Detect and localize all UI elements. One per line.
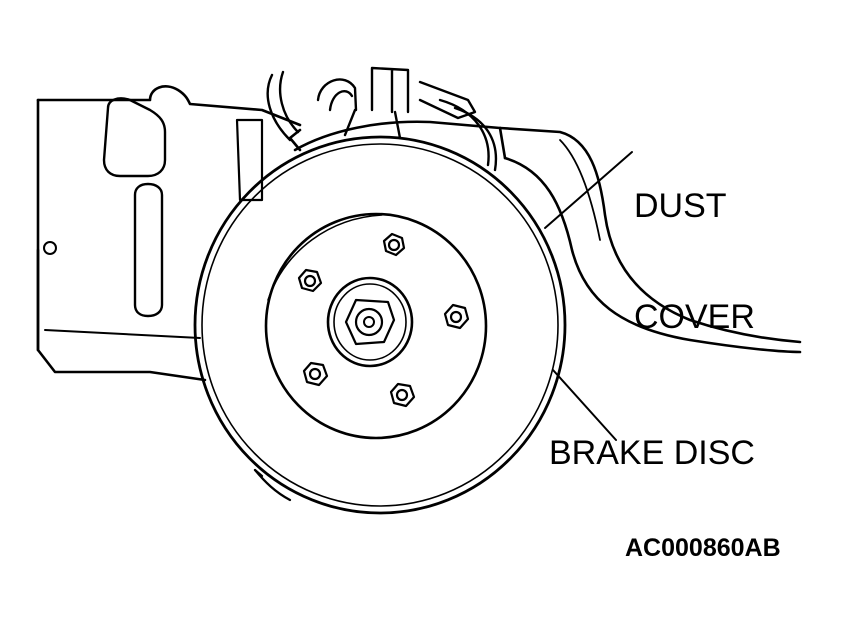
dust-cover-leader-line — [544, 151, 633, 229]
wheel-bolt — [297, 268, 323, 293]
dust-cover-label-line1: DUST — [634, 187, 727, 226]
wheel-bolt — [389, 382, 416, 408]
wheel-bolt — [302, 361, 329, 387]
wheel-bolt — [382, 232, 406, 257]
hub-nut — [326, 276, 414, 368]
brake-disc-leader-line — [552, 369, 617, 441]
brake-disc-label: BRAKE DISC — [549, 434, 755, 472]
wheel-hub — [264, 212, 488, 440]
brake-disc — [193, 135, 567, 515]
dust-cover-label: DUST COVER — [634, 115, 755, 409]
wheel-bolt — [443, 303, 470, 330]
wheel-bolts — [297, 232, 470, 408]
dust-cover-label-line2: COVER — [634, 297, 755, 336]
steering-knuckle — [36, 85, 302, 382]
dust-cover — [288, 120, 802, 354]
figure-code: AC000860AB — [625, 534, 781, 562]
